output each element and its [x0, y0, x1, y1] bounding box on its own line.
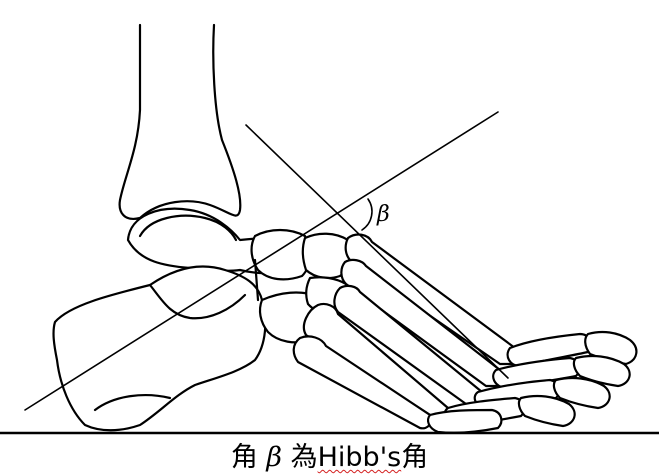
- navicular-bone: [252, 230, 310, 279]
- angle-beta-label: β: [376, 202, 390, 227]
- figure-caption: 角 β 為Hibb's角: [0, 440, 659, 475]
- caption-suffix: 角: [401, 442, 428, 473]
- calcaneus-bone: [54, 266, 266, 430]
- caption-prefix: 角: [231, 442, 267, 473]
- hibbs-angle-arc: [362, 199, 372, 230]
- caption-term: Hibb's: [318, 442, 402, 473]
- caption-angle-symbol: β: [266, 442, 282, 473]
- caption-middle: 為: [282, 442, 318, 473]
- toe-5-proximal: [428, 410, 501, 433]
- tibia-bone: [120, 25, 241, 219]
